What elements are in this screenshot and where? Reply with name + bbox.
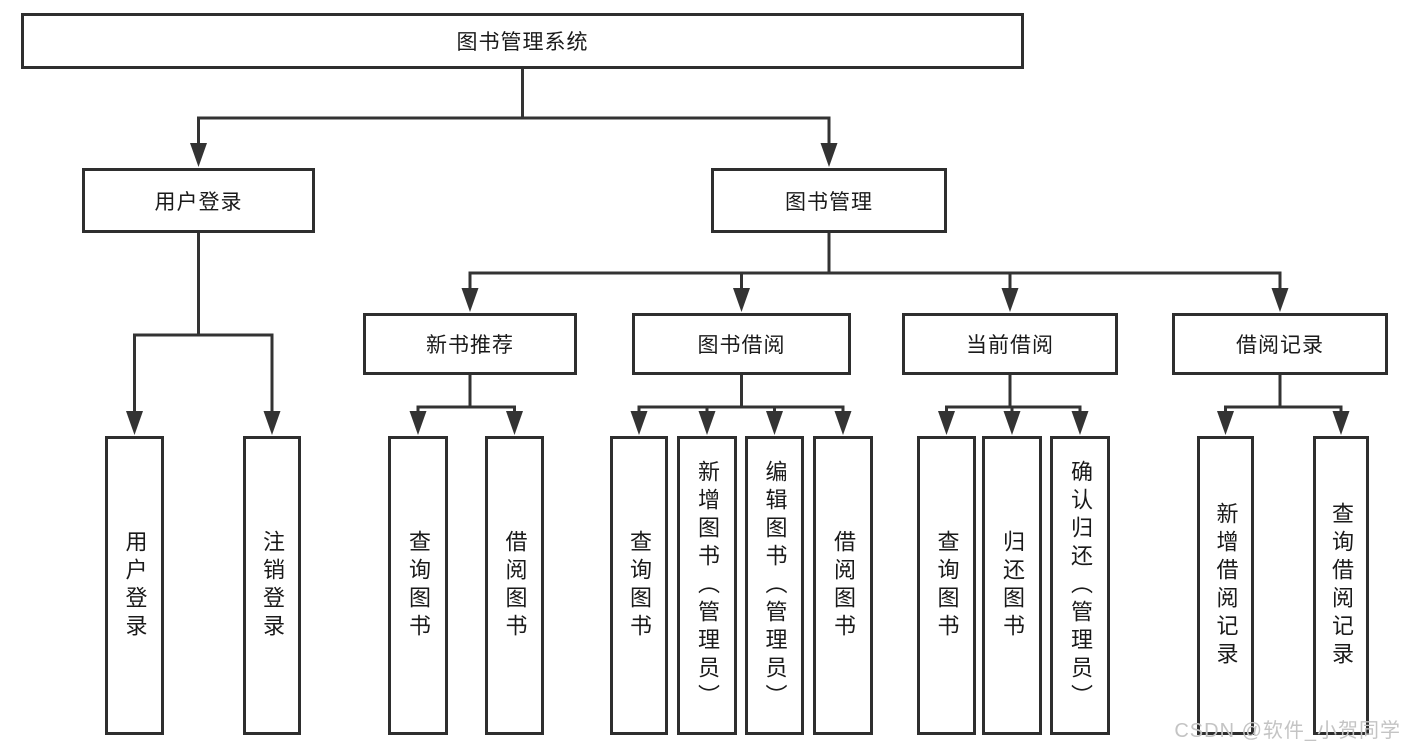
node-borrow: 图书借阅 [632, 313, 851, 375]
node-label: 借阅图书 [502, 529, 528, 642]
node-label: 图书管理系统 [456, 31, 589, 54]
node-leaf-nb-query: 查询图书 [388, 436, 448, 735]
node-label: 归还图书 [1000, 529, 1025, 642]
node-leaf-bw-add: 新增图书（管理员） [677, 436, 737, 735]
node-label: 用户登录 [122, 529, 148, 642]
node-bookmgr: 图书管理 [711, 168, 947, 233]
node-label: 图书借阅 [697, 334, 786, 357]
node-label: 新书推荐 [426, 334, 514, 357]
node-label: 查询图书 [934, 529, 960, 642]
node-records: 借阅记录 [1172, 313, 1388, 375]
node-label: 新增借阅记录 [1213, 501, 1239, 670]
node-leaf-bw-edit: 编辑图书（管理员） [745, 436, 804, 735]
node-leaf-cur-confirm: 确认归还（管理员） [1050, 436, 1110, 735]
node-label: 查询借阅记录 [1329, 501, 1354, 670]
node-leaf-logout: 注销登录 [243, 436, 301, 735]
node-label: 当前借阅 [966, 334, 1054, 357]
node-label: 查询图书 [406, 529, 431, 642]
node-label: 注销登录 [260, 529, 285, 642]
node-current: 当前借阅 [902, 313, 1118, 375]
node-label: 确认归还（管理员） [1068, 459, 1093, 712]
node-label: 新增图书（管理员） [695, 459, 720, 712]
node-leaf-rec-add: 新增借阅记录 [1197, 436, 1254, 735]
node-newbook: 新书推荐 [363, 313, 577, 375]
node-leaf-cur-query: 查询图书 [917, 436, 976, 735]
node-leaf-user-login: 用户登录 [105, 436, 164, 735]
node-leaf-bw-borrow: 借阅图书 [813, 436, 873, 735]
node-label: 用户登录 [154, 190, 243, 214]
node-label: 图书管理 [785, 190, 873, 214]
node-leaf-cur-return: 归还图书 [982, 436, 1042, 735]
watermark: CSDN @软件_小贺同学 [1174, 720, 1401, 742]
node-label: 编辑图书（管理员） [762, 459, 788, 712]
node-root: 图书管理系统 [21, 13, 1024, 69]
node-label: 借阅记录 [1236, 334, 1324, 357]
node-leaf-bw-query: 查询图书 [610, 436, 668, 735]
node-leaf-rec-query: 查询借阅记录 [1313, 436, 1369, 735]
node-login: 用户登录 [82, 168, 315, 233]
node-label: 查询图书 [627, 529, 652, 642]
node-label: 借阅图书 [831, 529, 856, 642]
node-leaf-nb-borrow: 借阅图书 [485, 436, 544, 735]
